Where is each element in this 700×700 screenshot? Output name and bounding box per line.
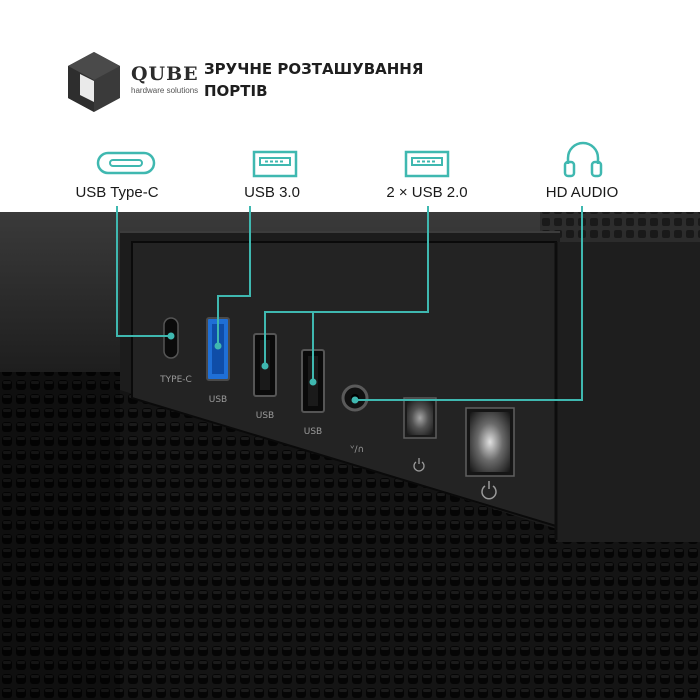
panel-label-usb-3: USB xyxy=(304,427,322,437)
headphones-icon xyxy=(563,141,603,178)
port-label-usb-2: 2 × USB 2.0 xyxy=(386,184,468,201)
qube-logo-icon xyxy=(68,52,120,112)
usb-type-c-icon xyxy=(96,151,156,175)
panel-label-audio: ᘁ/∩ xyxy=(350,445,364,455)
headline-line-1: ЗРУЧНЕ РОЗТАШУВАННЯ xyxy=(204,60,424,78)
headline-line-2: ПОРТІВ xyxy=(204,82,268,100)
usb-c-port xyxy=(163,317,179,359)
port-label-usb-3: USB 3.0 xyxy=(244,184,300,201)
brand-name: QUBE xyxy=(131,63,199,85)
panel-label-usb-1: USB xyxy=(209,395,227,405)
panel-label-usb-2: USB xyxy=(256,411,274,421)
usb-3-icon xyxy=(252,150,298,178)
power-symbol-icon xyxy=(481,481,497,500)
port-label-hd-audio: HD AUDIO xyxy=(545,184,619,201)
headline: ЗРУЧНЕ РОЗТАШУВАННЯ ПОРТІВ xyxy=(204,58,423,102)
panel-label-type-c: TYPE-C xyxy=(159,375,192,385)
port-label-usb-type-c: USB Type-C xyxy=(75,184,159,201)
case-front-panel-photo: TYPE-C USB USB USB ᘁ/∩ xyxy=(0,212,700,700)
brand-tagline: hardware solutions xyxy=(131,86,199,95)
reset-symbol-icon xyxy=(413,458,425,472)
usb-2-icon xyxy=(404,150,450,178)
